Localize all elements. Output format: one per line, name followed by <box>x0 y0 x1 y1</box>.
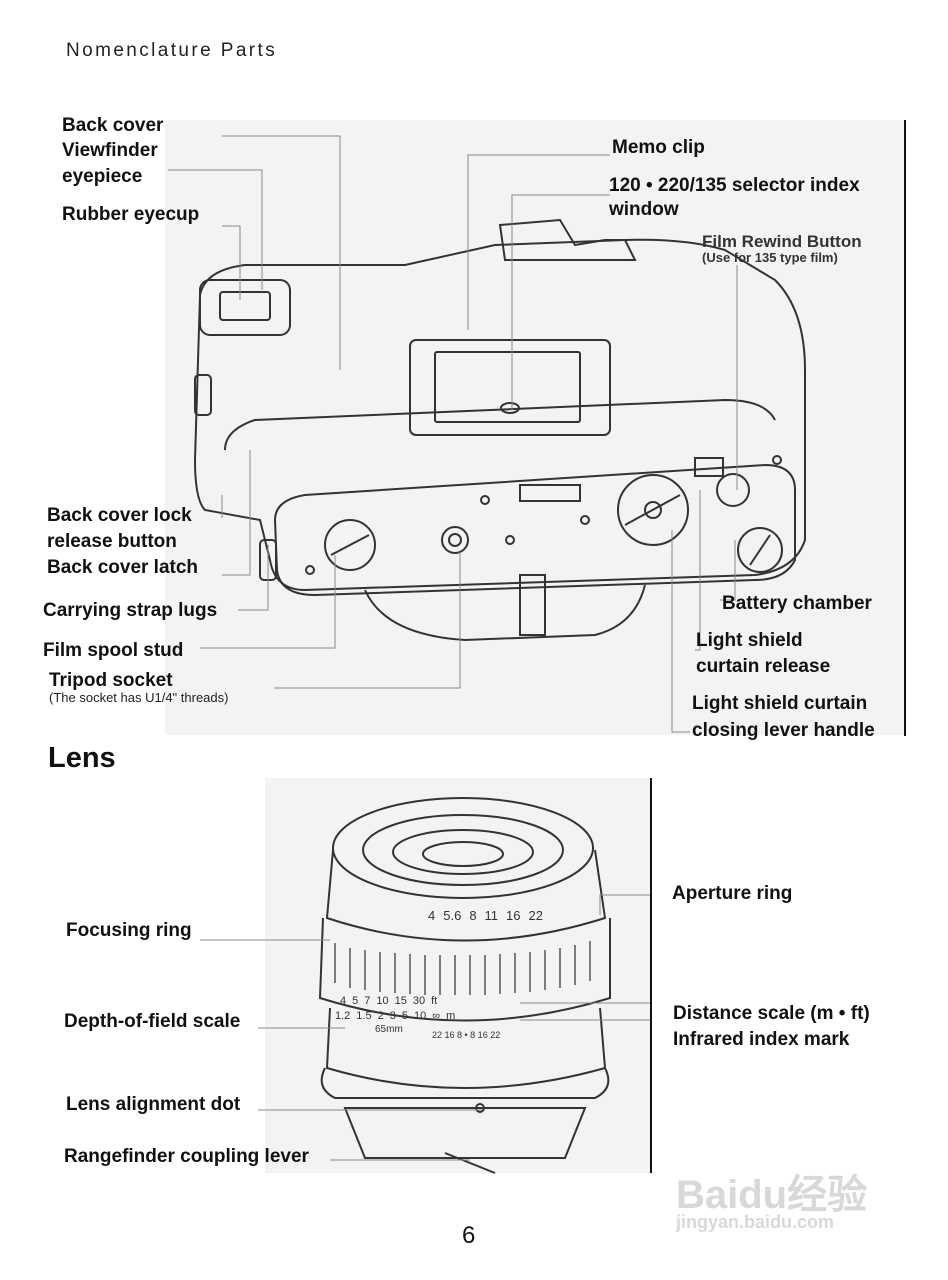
label-aperture-ring: Aperture ring <box>672 883 793 904</box>
aperture-value: 5.6 <box>443 908 462 923</box>
ft-value: ft <box>431 995 438 1007</box>
camera-body-drawing <box>193 218 806 642</box>
aperture-value: 8 <box>469 908 477 923</box>
label-light-shield-release-line2: curtain release <box>696 656 831 677</box>
m-value: 2 <box>377 1010 384 1022</box>
label-rangefinder-coupling-lever: Rangefinder coupling lever <box>64 1146 309 1167</box>
dof-scale-m: 1.2 1.5 2 3 5 10 ∞ m <box>335 1010 455 1022</box>
m-value: 5 <box>401 1010 408 1022</box>
ft-value: 15 <box>394 995 407 1007</box>
label-film-spool-stud: Film spool stud <box>43 640 184 661</box>
label-infrared-index-mark: Infrared index mark <box>673 1029 850 1050</box>
label-viewfinder: Viewfinder <box>62 140 158 161</box>
label-back-cover: Back cover <box>62 115 164 136</box>
label-back-cover-lock-line2: release button <box>47 531 177 552</box>
m-value: 1.5 <box>356 1010 372 1022</box>
label-film-rewind-button: Film Rewind Button <box>702 232 862 251</box>
ft-value: 7 <box>364 995 371 1007</box>
ft-value: 5 <box>352 995 359 1007</box>
page-header: Nomenclature Parts <box>66 40 278 61</box>
label-tripod-socket: Tripod socket <box>49 670 173 691</box>
focal-length-marking: 65mm <box>375 1024 403 1035</box>
lens-frame-line <box>650 778 652 1173</box>
m-value: 3 <box>389 1010 396 1022</box>
m-value: 1.2 <box>335 1010 351 1022</box>
label-light-shield-lever-line1: Light shield curtain <box>692 693 868 714</box>
label-distance-scale: Distance scale (m • ft) <box>673 1003 870 1024</box>
m-value: m <box>446 1010 456 1022</box>
watermark-brand: Baidu经验 <box>676 1173 868 1217</box>
dof-marks: 22 16 8 • 8 16 22 <box>432 1030 501 1040</box>
aperture-value: 11 <box>484 908 499 923</box>
label-rubber-eyecup: Rubber eyecup <box>62 204 200 225</box>
label-carrying-strap-lugs: Carrying strap lugs <box>43 600 218 621</box>
camera-leader-lines <box>168 135 738 733</box>
camera-illustration <box>165 120 905 735</box>
label-film-rewind-note: (Use for 135 type film) <box>702 250 838 265</box>
label-selector-window-line2: window <box>609 199 679 220</box>
label-lens-alignment-dot: Lens alignment dot <box>66 1094 241 1115</box>
label-memo-clip: Memo clip <box>612 137 705 158</box>
aperture-value: 4 <box>428 908 436 923</box>
aperture-scale: 4 5.6 8 11 16 22 <box>428 908 543 923</box>
ft-value: 4 <box>340 995 347 1007</box>
label-selector-window-line1: 120 • 220/135 selector index <box>609 175 860 196</box>
label-tripod-socket-note: (The socket has U1/4" threads) <box>49 690 229 705</box>
label-back-cover-latch: Back cover latch <box>47 557 199 578</box>
ft-value: 30 <box>412 995 426 1007</box>
aperture-value: 22 <box>528 908 543 923</box>
m-value: 10 <box>413 1010 427 1022</box>
label-back-cover-lock-line1: Back cover lock <box>47 505 192 526</box>
watermark-url: jingyan.baidu.com <box>676 1212 835 1232</box>
dof-scale-ft: 4 5 7 10 15 30 ft <box>340 995 437 1007</box>
aperture-value: 16 <box>506 908 521 923</box>
lens-section-title: Lens <box>48 742 116 774</box>
label-depth-of-field-scale: Depth-of-field scale <box>64 1011 241 1032</box>
page-number: 6 <box>462 1222 476 1249</box>
label-focusing-ring: Focusing ring <box>66 920 192 941</box>
ft-value: 10 <box>376 995 389 1007</box>
label-eyepiece: eyepiece <box>62 166 143 187</box>
label-battery-chamber: Battery chamber <box>722 593 872 614</box>
lens-illustration <box>265 778 650 1174</box>
lens-drawing <box>318 797 611 1174</box>
camera-frame-line <box>904 120 906 736</box>
m-value: ∞ <box>432 1010 441 1022</box>
label-light-shield-release-line1: Light shield <box>696 630 803 651</box>
label-light-shield-lever-line2: closing lever handle <box>692 720 875 741</box>
